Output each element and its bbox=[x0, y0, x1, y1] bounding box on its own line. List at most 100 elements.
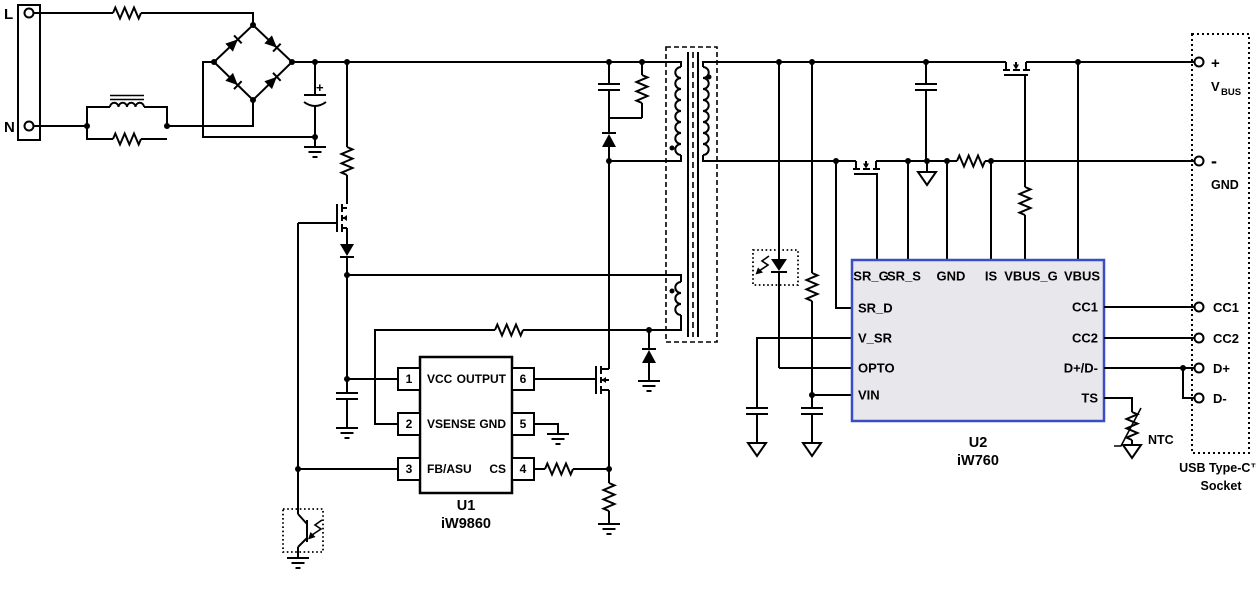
cs-wire bbox=[534, 460, 618, 524]
u2-ic: SR_G SR_S GND IS VBUS_G VBUS SR_D V_SR O… bbox=[850, 258, 1106, 469]
aux-winding bbox=[674, 281, 682, 316]
neutral-label: N bbox=[4, 119, 15, 136]
vbus-label-sub: BUS bbox=[1221, 87, 1241, 98]
u1-pin5-name: GND bbox=[479, 417, 506, 431]
primary-mosfet-icon bbox=[534, 366, 610, 469]
socket-title-line2: Socket bbox=[1201, 479, 1243, 493]
triangle-ground-icon bbox=[746, 171, 1143, 460]
u2-pin-opto: OPTO bbox=[858, 361, 895, 376]
u1-refdes: U1 bbox=[457, 498, 476, 514]
cc1-terminal bbox=[1193, 301, 1205, 313]
usb-type-c-socket: + V BUS - GND CC1 CC2 D+ D- USB Type-C™ … bbox=[1179, 33, 1256, 493]
u1-pin6-name: OUTPUT bbox=[457, 372, 507, 386]
vbus-plus-sign: + bbox=[1211, 55, 1220, 72]
vbus-terminal bbox=[1193, 56, 1205, 68]
u2-pin-vbus: VBUS bbox=[1064, 269, 1100, 284]
u1-gnd-wire bbox=[534, 423, 559, 434]
line-label: L bbox=[4, 6, 13, 23]
ntc-thermistor: NTC bbox=[1104, 397, 1174, 447]
emi-filter-inductor bbox=[109, 94, 145, 108]
gnd-terminal bbox=[1193, 155, 1205, 167]
primary-polarity-dot bbox=[669, 145, 675, 151]
u2-refdes: U2 bbox=[969, 435, 988, 451]
vsense-wire bbox=[374, 315, 682, 425]
u2-pin-cc1: CC1 bbox=[1072, 300, 1098, 315]
line-terminal bbox=[23, 7, 35, 19]
line-wire bbox=[34, 4, 254, 25]
vin-wire bbox=[801, 62, 852, 443]
dminus-label: D- bbox=[1213, 391, 1227, 406]
ac-input-connector: L N bbox=[4, 4, 41, 141]
cc1-label: CC1 bbox=[1213, 300, 1239, 315]
u2-pin-is: IS bbox=[985, 269, 998, 284]
transformer bbox=[665, 46, 718, 343]
u2-pin-srg: SR_G bbox=[853, 269, 888, 284]
primary-return-wire bbox=[608, 155, 682, 369]
dpdm-wire bbox=[1104, 367, 1194, 399]
vbus-rail bbox=[702, 61, 1194, 67]
u1-pin2-number: 2 bbox=[406, 417, 413, 431]
u1-pin3-name: FB/ASU bbox=[427, 462, 472, 476]
gnd-minus-sign: - bbox=[1211, 151, 1217, 171]
srd-wire bbox=[835, 161, 852, 309]
snubber-diode-icon bbox=[602, 132, 616, 147]
junction-dots bbox=[84, 22, 1186, 472]
dc-minus-wire bbox=[202, 61, 316, 147]
dminus-terminal bbox=[1193, 392, 1205, 404]
bridge-diode-icon bbox=[264, 72, 282, 90]
cc2-label: CC2 bbox=[1213, 331, 1239, 346]
bridge-diode-icon bbox=[225, 72, 243, 90]
vbus-mosfet-icon bbox=[1003, 62, 1034, 260]
u1-pin4-name: CS bbox=[489, 462, 506, 476]
u2-pin-dpdm: D+/D- bbox=[1064, 361, 1098, 376]
aux-clamp-diode bbox=[642, 330, 656, 381]
bulk-cap-polarity: + bbox=[316, 80, 324, 95]
primary-winding bbox=[674, 66, 682, 156]
gnd-rail bbox=[702, 152, 1194, 170]
u1-pin5-number: 5 bbox=[520, 417, 527, 431]
u2-part-number: iW760 bbox=[957, 453, 999, 469]
bridge-diode-icon bbox=[225, 34, 243, 52]
aux-polarity-dot bbox=[669, 288, 675, 294]
vbus-label: V bbox=[1211, 79, 1220, 94]
u1-pin4-number: 4 bbox=[520, 462, 527, 476]
neutral-wire bbox=[34, 100, 254, 148]
light-arrow-icon bbox=[311, 519, 323, 536]
ntc-label: NTC bbox=[1148, 433, 1174, 447]
u2-pin-vin: VIN bbox=[858, 388, 880, 403]
u1-pin3-number: 3 bbox=[406, 462, 413, 476]
u2-pin-gnd: GND bbox=[937, 269, 966, 284]
startup-mosfet-icon bbox=[336, 204, 347, 232]
optocoupler-led bbox=[752, 62, 799, 368]
bridge-diode-icon bbox=[264, 35, 282, 53]
neutral-terminal bbox=[23, 120, 35, 132]
earth-ground-icon bbox=[287, 146, 660, 569]
aux-winding-top-wire bbox=[347, 274, 682, 282]
cc2-terminal bbox=[1193, 332, 1205, 344]
dplus-label: D+ bbox=[1213, 361, 1230, 376]
u2-pin-vsr: V_SR bbox=[858, 331, 893, 346]
light-arrow-icon bbox=[758, 255, 770, 272]
output-cap bbox=[915, 62, 937, 161]
u1-pin6-number: 6 bbox=[520, 372, 527, 386]
u1-pin2-name: VSENSE bbox=[427, 417, 476, 431]
snubber-network bbox=[598, 62, 651, 161]
u1-pin1-number: 1 bbox=[406, 372, 413, 386]
sr-mosfet-icon bbox=[853, 161, 880, 260]
u2-pin-vbusg: VBUS_G bbox=[1004, 269, 1057, 284]
vsr-wire bbox=[746, 337, 852, 443]
u2-pin-srs: SR_S bbox=[887, 269, 921, 284]
startup-network bbox=[298, 62, 356, 275]
socket-title-line1: USB Type-C™ bbox=[1179, 461, 1256, 475]
vcc-wire bbox=[336, 275, 398, 428]
u2-pin-ts: TS bbox=[1081, 391, 1098, 406]
u1-ic: 1 2 3 6 5 4 VCC VSENSE FB/ASU OUTPUT GND… bbox=[397, 355, 535, 532]
bulk-capacitor: + bbox=[303, 62, 327, 137]
u2-pin-cc2: CC2 bbox=[1072, 331, 1098, 346]
optocoupler-transistor bbox=[282, 508, 324, 558]
hv-rail bbox=[292, 61, 682, 67]
u1-part-number: iW9860 bbox=[441, 516, 491, 532]
u1-pin1-name: VCC bbox=[427, 372, 453, 386]
